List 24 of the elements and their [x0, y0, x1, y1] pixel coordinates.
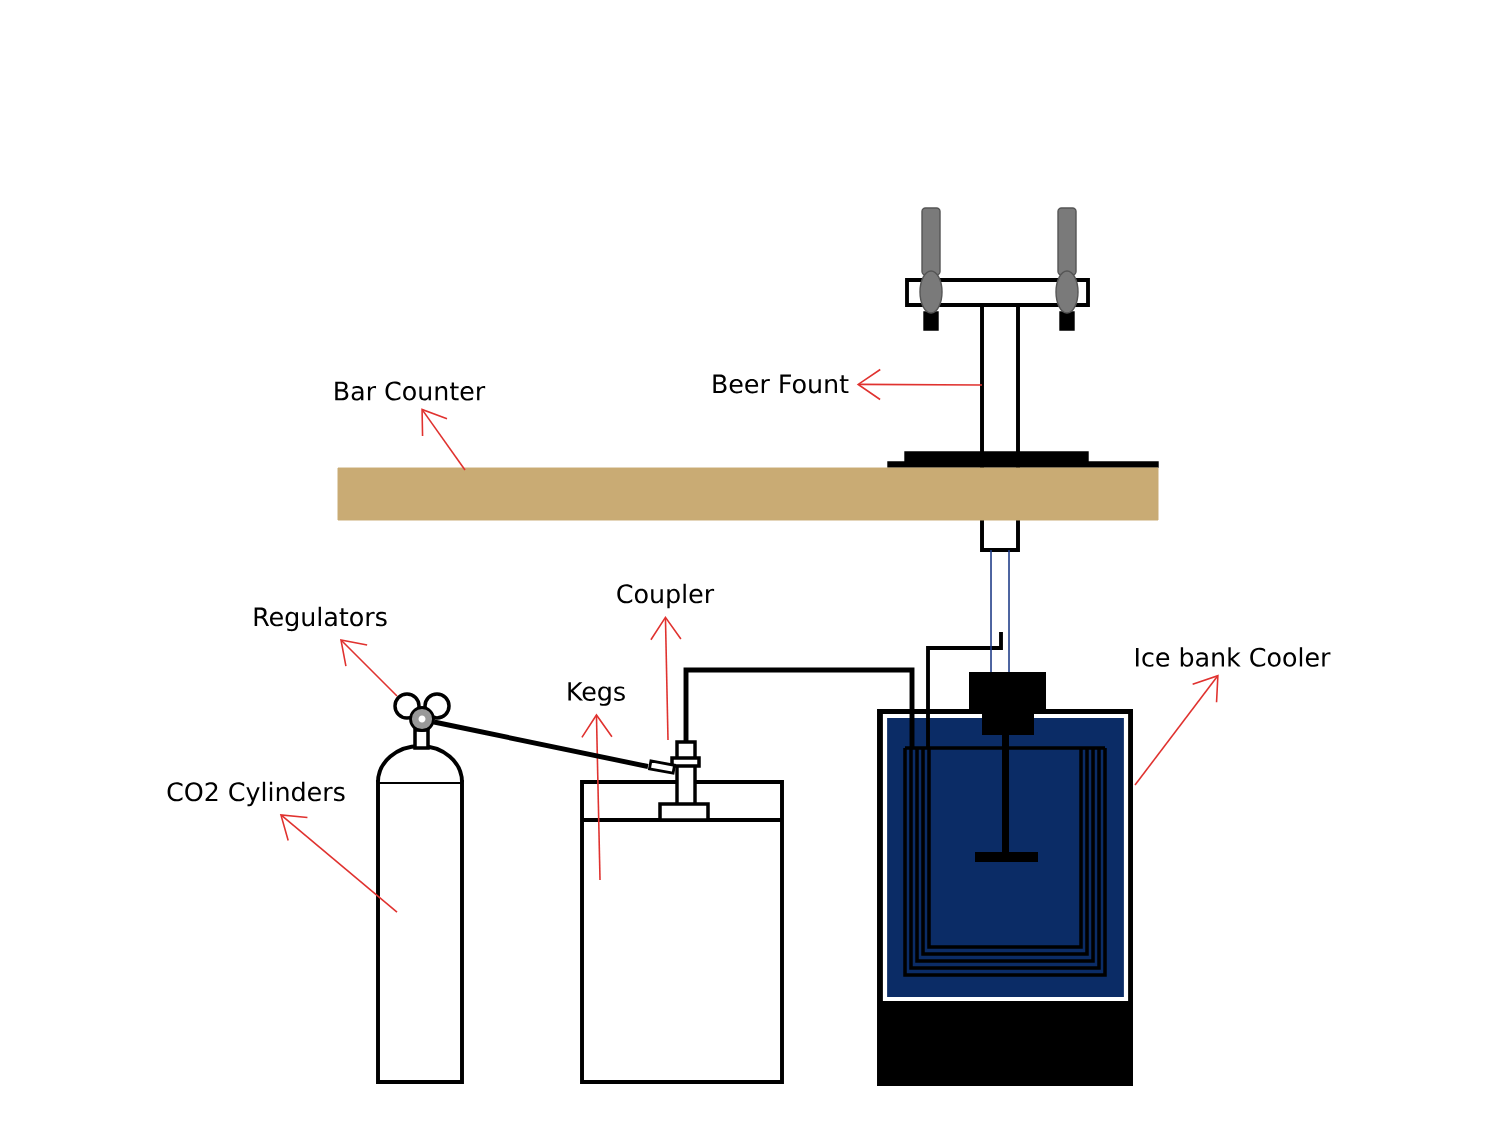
gas-cylinder	[376, 744, 464, 1084]
leader-line	[339, 639, 398, 697]
gas-line	[683, 667, 915, 748]
part-label: Coupler	[617, 583, 715, 609]
part-label: Beer Fount	[713, 374, 849, 394]
keg	[580, 780, 784, 1084]
leader-line	[279, 814, 398, 913]
coupler	[647, 740, 710, 822]
part-label: Kegs	[568, 682, 625, 706]
pressure-gauge	[393, 692, 451, 750]
gas-line	[433, 719, 649, 769]
beer-line	[990, 549, 992, 673]
part-label: CO2 Cylinders	[167, 781, 345, 807]
leader-line	[421, 408, 466, 471]
bar-counter	[337, 467, 1159, 521]
leader-line	[856, 368, 983, 401]
part-label: Regulators	[254, 606, 387, 632]
beer-line	[1008, 549, 1010, 673]
leader-line	[1134, 674, 1219, 786]
part-label: Bar Counter	[335, 381, 486, 401]
leader-line	[650, 616, 682, 741]
ice-bank-cooler	[877, 672, 1133, 1086]
part-label: Ice bank Cooler	[1136, 647, 1331, 667]
leader-line	[581, 713, 613, 881]
